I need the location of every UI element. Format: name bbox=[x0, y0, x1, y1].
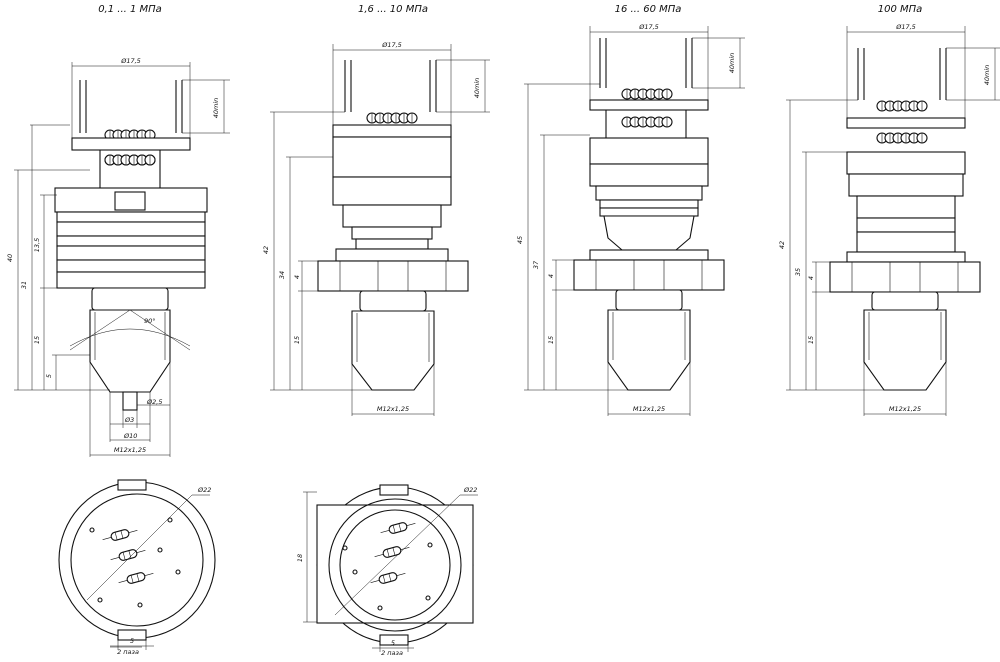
height-label: 42 bbox=[778, 241, 786, 249]
sensor-title: 0,1 ... 1 МПа bbox=[98, 4, 162, 15]
lead-length-label: 40min bbox=[212, 98, 220, 119]
terminal-board bbox=[71, 137, 191, 151]
port bbox=[122, 391, 138, 411]
terminal-board bbox=[332, 124, 452, 138]
height2-label: 37 bbox=[532, 260, 540, 269]
lead-wires bbox=[79, 80, 183, 133]
dim-5-label: 5 bbox=[45, 374, 53, 378]
height-18-label: 18 bbox=[296, 554, 304, 562]
outer-ring bbox=[58, 481, 216, 639]
dia-22-label: Ø22 bbox=[463, 486, 477, 494]
slot-top bbox=[117, 479, 147, 491]
hex-nut bbox=[317, 260, 469, 292]
sensor-title: 1,6 ... 10 МПа bbox=[358, 4, 428, 15]
dim-135-label: 13,5 bbox=[33, 238, 41, 252]
dim-4-label: 4 bbox=[807, 276, 815, 280]
slots-label: 2 паза bbox=[117, 648, 139, 656]
height-label: 40 bbox=[6, 254, 14, 262]
lead-length-label: 40min bbox=[728, 53, 736, 74]
angle-label: 90° bbox=[144, 317, 156, 325]
height2-label: 31 bbox=[20, 281, 28, 289]
dia-175-label: Ø17,5 bbox=[381, 41, 402, 49]
thread-label: M12x1,25 bbox=[633, 405, 665, 413]
height-label: 42 bbox=[262, 246, 270, 254]
height2-label: 34 bbox=[278, 271, 286, 279]
height2-label: 35 bbox=[794, 268, 802, 276]
sensor-drawing-2: 1,6 ... 10 МПа Ø17,5 40min 42 34 4 15 M1… bbox=[262, 4, 490, 416]
fitting-cone bbox=[607, 309, 691, 391]
slot-bottom bbox=[117, 629, 147, 641]
dia-175-label: Ø17,5 bbox=[638, 23, 659, 31]
dia-10-label: Ø10 bbox=[123, 432, 137, 440]
slot-bottom bbox=[379, 634, 409, 646]
dim-15-label: 15 bbox=[807, 336, 815, 344]
slot-top bbox=[379, 484, 409, 496]
dia-175-label: Ø17,5 bbox=[895, 23, 916, 31]
housing bbox=[332, 136, 452, 178]
terminal-board bbox=[846, 117, 966, 129]
dia-22-label: Ø22 bbox=[197, 486, 211, 494]
dim-15-label: 15 bbox=[293, 336, 301, 344]
lead-length-label: 40min bbox=[473, 78, 481, 99]
thread-label: M12x1,25 bbox=[889, 405, 921, 413]
dim-15-label: 15 bbox=[547, 336, 555, 344]
fitting-neck bbox=[91, 287, 169, 311]
housing bbox=[846, 151, 966, 175]
slots-label: 2 паза bbox=[381, 649, 403, 657]
sensor-drawing-1: 0,1 ... 1 МПа 90° Ø17,5 40min 40 31 13,5… bbox=[6, 4, 230, 457]
fitting-cone bbox=[89, 309, 171, 393]
dim-4-label: 4 bbox=[547, 274, 555, 278]
dim-4-label: 4 bbox=[293, 275, 301, 279]
hex-nut bbox=[573, 259, 725, 291]
terminal-board bbox=[589, 99, 709, 111]
fitting-cone bbox=[351, 310, 435, 391]
sensor-drawing-3: 16 ... 60 МПа Ø17,5 40min 45 37 4 15 M12… bbox=[516, 4, 745, 416]
housing bbox=[589, 137, 709, 165]
slot-width-label: 5 bbox=[391, 639, 395, 647]
top-view-2: Ø22 18 5 2 паза bbox=[296, 484, 478, 657]
dia-25-label: Ø2,5 bbox=[146, 398, 162, 406]
dia-175-label: Ø17,5 bbox=[120, 57, 141, 65]
sensor-title: 100 МПа bbox=[878, 4, 923, 15]
thread-label: M12x1,25 bbox=[114, 446, 146, 454]
dim-15-label: 15 bbox=[33, 336, 41, 344]
hex-nut bbox=[829, 261, 981, 293]
sensor-drawing-4: 100 МПа Ø17,5 40min 42 35 4 15 M12x1,25 bbox=[778, 4, 1000, 416]
slot-width-label: 5 bbox=[130, 637, 134, 645]
lead-length-label: 40min bbox=[983, 65, 991, 86]
dia-3-label: Ø3 bbox=[124, 416, 134, 424]
height-label: 45 bbox=[516, 236, 524, 244]
fitting-cone bbox=[863, 309, 947, 391]
sensor-title: 16 ... 60 МПа bbox=[615, 4, 682, 15]
top-view-1: Ø22 5 2 паза bbox=[58, 479, 216, 656]
thread-label: M12x1,25 bbox=[377, 405, 409, 413]
